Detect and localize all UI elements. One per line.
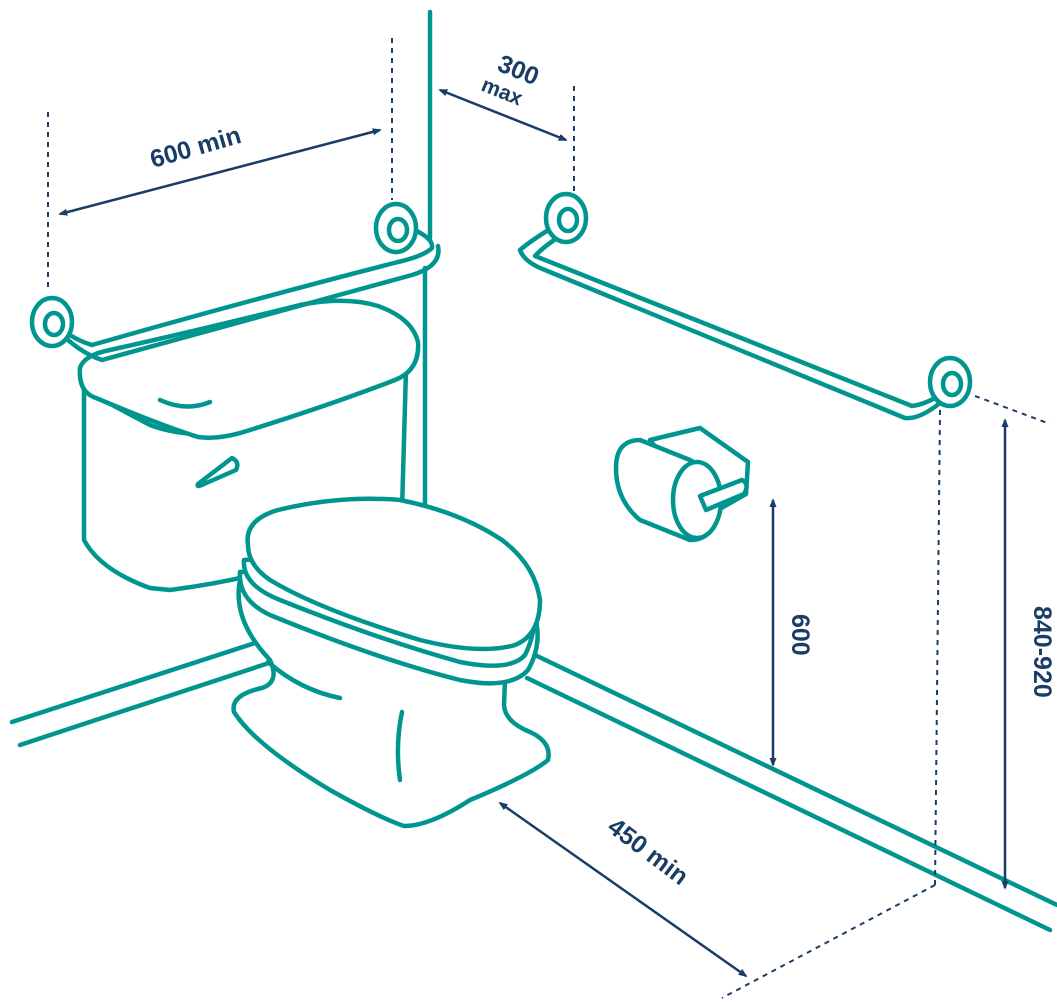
left-rail-bar-inner (55, 243, 441, 363)
toilet-seat-lid (245, 496, 543, 652)
right-rail-flange-2 (927, 355, 973, 409)
holder-spindle (697, 477, 749, 513)
toilet-bowl (231, 496, 551, 829)
lid-handle (157, 397, 213, 409)
left-rail-flange-2 (373, 201, 419, 255)
dimension-rail-height: 840-920 (934, 395, 1056, 890)
front-clearance-arrow (498, 801, 748, 978)
left-skirting-bottom (17, 659, 275, 748)
right-rail-flange-2-inner (940, 370, 964, 398)
rail-width-label: 600 min (147, 121, 244, 174)
rail-height-extension-top (974, 395, 1051, 425)
right-rail-flange-1-inner (556, 206, 580, 234)
paper-height-label: 600 (786, 614, 814, 656)
front-clearance-label: 450 min (602, 812, 693, 890)
right-skirting-bottom (524, 675, 1053, 933)
rail-height-label: 840-920 (1028, 606, 1056, 698)
left-rail-flange-1 (29, 295, 75, 349)
room-walls (9, 9, 1057, 933)
dimension-paper-height: 600 (769, 498, 814, 767)
pedestal-curve-left (265, 659, 343, 701)
left-rail-flange-2-inner (386, 216, 410, 244)
right-skirting-top (532, 652, 1057, 908)
rail-width-arrow (58, 128, 382, 216)
left-rail-flange-1-inner (42, 310, 66, 338)
dimension-front-clearance: 450 min (498, 801, 936, 999)
rail-height-extension-bottom (934, 409, 941, 886)
left-grab-rail (29, 201, 441, 363)
right-rail-bar-inner (532, 227, 951, 409)
left-rail-bar (47, 225, 435, 348)
flush-lever (195, 455, 240, 489)
left-skirting-top (9, 639, 261, 725)
right-grab-rail (517, 191, 973, 421)
pedestal-curve-right (395, 709, 405, 783)
right-rail-flange-1 (543, 191, 589, 245)
dimension-corner-offset: 300 max (438, 50, 575, 196)
corner-offset-arrow (438, 88, 568, 142)
right-rail-bar (517, 219, 951, 421)
toilet-pedestal (231, 577, 551, 829)
front-clearance-extension (721, 884, 936, 999)
dimension-rail-width: 600 min (47, 38, 393, 290)
toilet-paper-holder (613, 425, 751, 543)
